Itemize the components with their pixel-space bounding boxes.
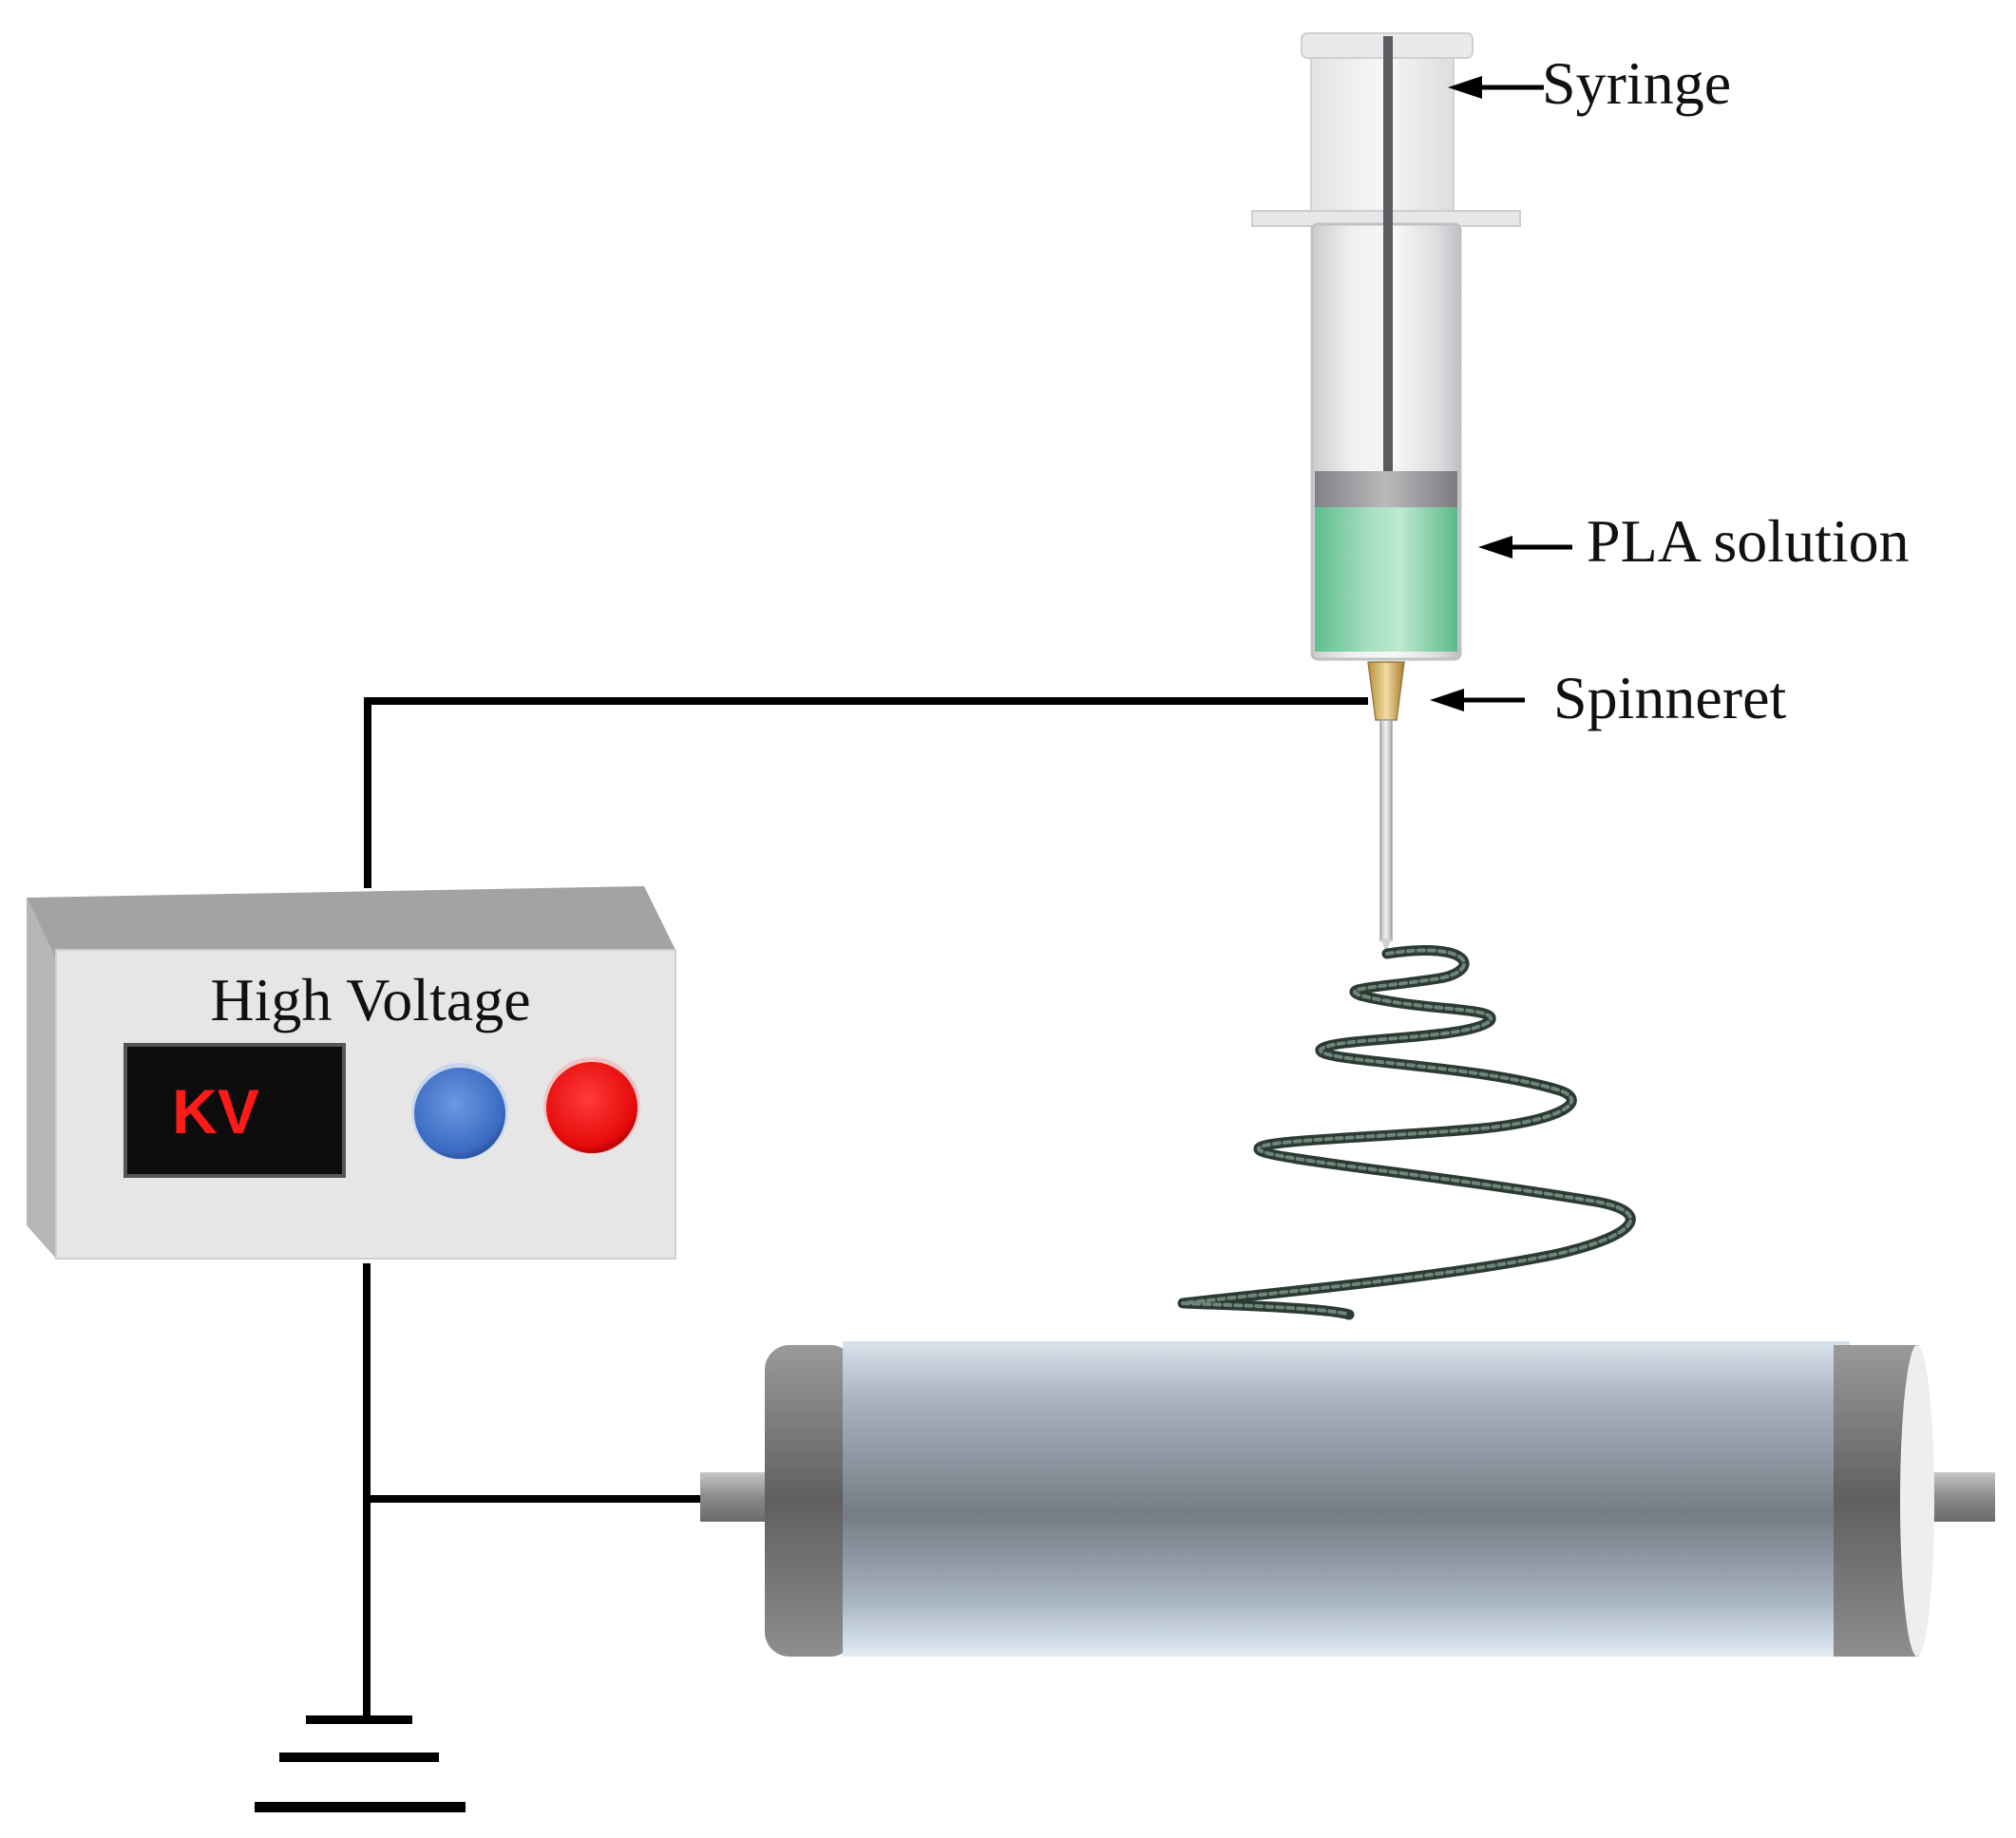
syringe-needle [1379,719,1393,941]
high-voltage-supply: High Voltage KV [27,886,676,1260]
syringe-label: Syringe [1542,49,1731,117]
red-button[interactable] [543,1057,640,1154]
voltage-display-text: KV [172,1076,259,1146]
supply-top-face [27,886,675,959]
right-end-face [1900,1345,1934,1657]
pla-solution-label: PLA solution [1587,507,1910,575]
syringe-plunger-rod [1383,36,1393,471]
fiber-jet [1177,945,1636,1320]
spinneret-wire [364,697,1368,888]
left-shaft [700,1472,769,1522]
drum-body [843,1341,1850,1657]
supply-title: High Voltage [210,966,530,1033]
callout-arrows [1430,76,1572,711]
spinneret-label: Spinneret [1553,664,1787,731]
wiring [363,697,1368,1719]
pla-solution-arrow [1478,536,1572,559]
blue-button[interactable] [411,1063,508,1160]
pla-solution [1315,507,1457,652]
ground-symbol [255,1715,466,1812]
spinneret-tip [1367,661,1405,721]
syringe-plunger-housing [1310,51,1455,215]
syringe-plunger-head [1315,471,1457,507]
left-end-cap [765,1345,855,1657]
voltage-display [124,1043,346,1178]
supply-side-face [27,898,56,1259]
drum-collector [700,1341,1995,1657]
syringe-arrow [1448,76,1544,99]
spinneret-arrow [1430,689,1525,711]
syringe [1251,32,1521,952]
